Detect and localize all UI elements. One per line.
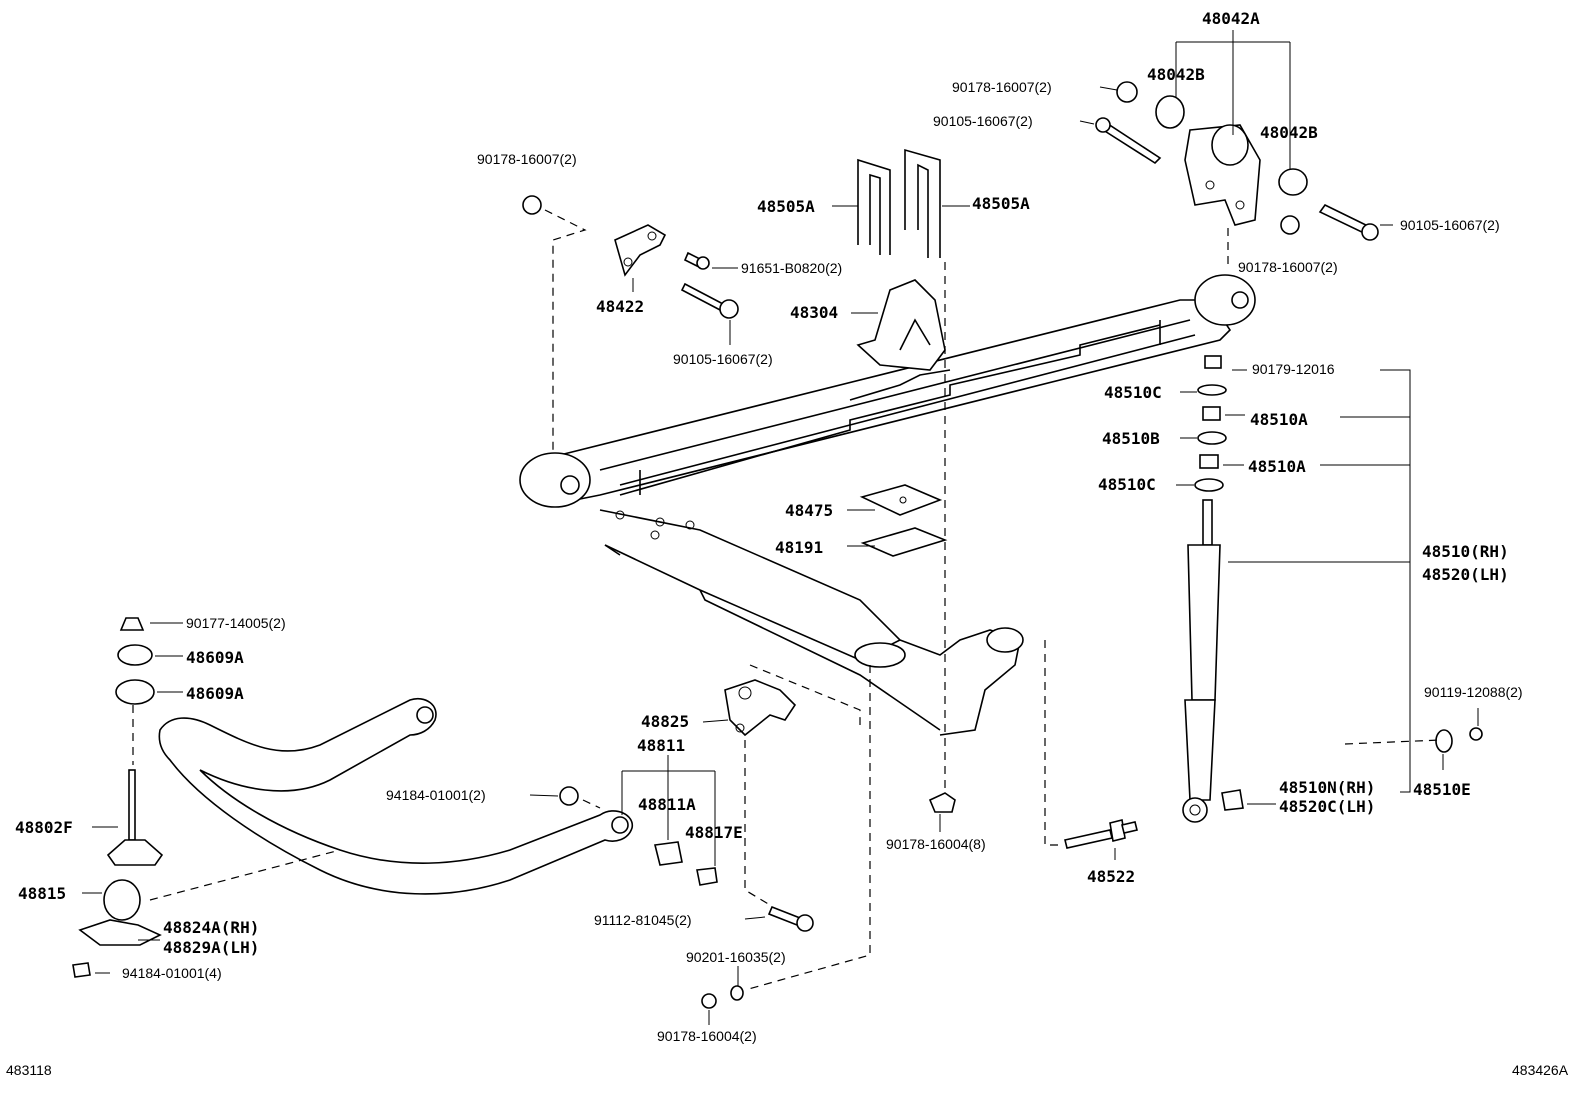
stabilizer-bracket — [559, 679, 814, 1009]
label-48824A: 48824A(RH) — [163, 918, 259, 937]
label-48817E: 48817E — [685, 823, 743, 842]
label-90178-16007-left: 90178-16007(2) — [477, 151, 577, 167]
label-48304: 48304 — [790, 303, 838, 322]
label-90179-12016: 90179-12016 — [1252, 361, 1335, 377]
label-48505A-right: 48505A — [972, 194, 1030, 213]
axle-housing — [599, 509, 1024, 736]
part-labels: 48042A 48042B 48042B 90178-16007(2) 9010… — [6, 9, 1569, 1078]
label-48510B: 48510B — [1102, 429, 1160, 448]
label-48829A: 48829A(LH) — [163, 938, 259, 957]
label-48510A-2: 48510A — [1248, 457, 1306, 476]
bracket-48422 — [522, 195, 739, 319]
label-90119-12088: 90119-12088(2) — [1424, 684, 1523, 700]
label-94184-01001-2: 94184-01001(2) — [386, 787, 486, 803]
bolt-48522 — [928, 792, 1138, 849]
shackle — [1095, 81, 1379, 241]
label-48510C-1: 48510C — [1104, 383, 1162, 402]
label-48811: 48811 — [637, 736, 685, 755]
stabilizer-link — [72, 617, 164, 978]
label-48475: 48475 — [785, 501, 833, 520]
label-48609A-1: 48609A — [186, 648, 244, 667]
u-bolts — [857, 148, 941, 258]
assembly-lines — [132, 209, 1441, 991]
label-90178-16007-mid: 90178-16007(2) — [1238, 259, 1338, 275]
label-48422: 48422 — [596, 297, 644, 316]
label-48811A: 48811A — [638, 795, 696, 814]
label-48825: 48825 — [641, 712, 689, 731]
label-48815: 48815 — [18, 884, 66, 903]
shock-absorber — [1182, 499, 1221, 823]
label-90105-16067-top: 90105-16067(2) — [933, 113, 1033, 129]
shock-upper-stack — [1194, 355, 1483, 811]
label-48191: 48191 — [775, 538, 823, 557]
leader-lines — [82, 30, 1479, 1025]
label-90201-16035: 90201-16035(2) — [686, 949, 786, 965]
label-48505A-left: 48505A — [757, 197, 815, 216]
label-90105-16067-left: 90105-16067(2) — [673, 351, 773, 367]
stabilizer-bar — [158, 698, 633, 895]
label-48510C-2: 48510C — [1098, 475, 1156, 494]
label-48042A: 48042A — [1202, 9, 1260, 28]
figure-number-right: 483426A — [1512, 1062, 1569, 1078]
label-90178-16007-topright: 90178-16007(2) — [952, 79, 1052, 95]
label-48510RH: 48510(RH) — [1422, 542, 1509, 561]
label-48520C: 48520C(LH) — [1279, 797, 1375, 816]
label-48510A-1: 48510A — [1250, 410, 1308, 429]
label-48802F: 48802F — [15, 818, 73, 837]
leaf-spring — [519, 274, 1256, 508]
figure-number-left: 483118 — [6, 1062, 52, 1078]
label-90177-14005: 90177-14005(2) — [186, 615, 286, 631]
label-48510E: 48510E — [1413, 780, 1471, 799]
label-48510N: 48510N(RH) — [1279, 778, 1375, 797]
label-91112-81045: 91112-81045(2) — [594, 912, 692, 928]
label-48609A-2: 48609A — [186, 684, 244, 703]
label-91651-B0820: 91651-B0820(2) — [741, 260, 842, 276]
label-48522: 48522 — [1087, 867, 1135, 886]
label-90178-16004-8: 90178-16004(8) — [886, 836, 986, 852]
label-48042B-right: 48042B — [1260, 123, 1318, 142]
label-48520LH: 48520(LH) — [1422, 565, 1509, 584]
label-48042B-top: 48042B — [1147, 65, 1205, 84]
label-90105-16067-right: 90105-16067(2) — [1400, 217, 1500, 233]
spring-plates — [859, 484, 948, 557]
spring-seat — [856, 279, 946, 371]
label-90178-16004-2: 90178-16004(2) — [657, 1028, 757, 1044]
label-94184-01001-4: 94184-01001(4) — [122, 965, 222, 981]
